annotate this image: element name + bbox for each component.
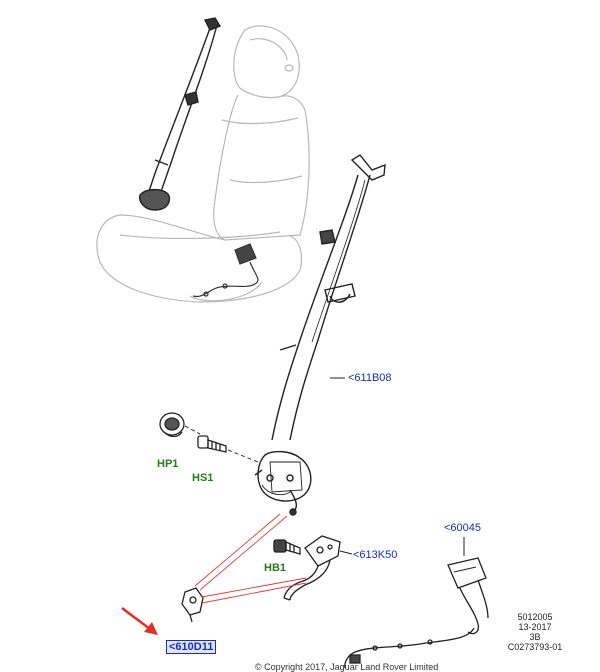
seat-belt-webbing-on-seat bbox=[138, 17, 222, 211]
callout-hb1[interactable]: HB1 bbox=[264, 562, 287, 574]
meta-line-3: 3B bbox=[529, 632, 541, 642]
meta-line-4: C0273793-01 bbox=[507, 642, 563, 652]
seat-belt-assembly bbox=[254, 154, 386, 516]
anchor-bracket-613k50 bbox=[283, 535, 341, 601]
callout-611b08[interactable]: <611B08 bbox=[348, 372, 392, 384]
callout-613k50[interactable]: <613K50 bbox=[353, 549, 398, 561]
lower-bracket-610d11 bbox=[181, 587, 204, 623]
callout-610d11-highlighted[interactable]: <610D11 bbox=[166, 640, 217, 654]
seat-illustration bbox=[96, 25, 310, 303]
meta-line-1: 5012005 bbox=[517, 612, 553, 622]
drawing-meta-block: 5012005 13-2017 3B C0273793-01 bbox=[502, 612, 568, 652]
hs1-bolt bbox=[197, 435, 227, 453]
seat-wiring-harness bbox=[192, 243, 259, 298]
callout-hs1[interactable]: HS1 bbox=[192, 472, 214, 484]
callout-60045[interactable]: <60045 bbox=[444, 522, 482, 534]
hb1-bolt bbox=[273, 539, 301, 555]
hp1-plug bbox=[159, 412, 185, 438]
red-leader-lines bbox=[194, 513, 307, 604]
buckle-assembly-60045 bbox=[344, 537, 489, 669]
callout-hp1[interactable]: HP1 bbox=[157, 458, 179, 470]
meta-line-2: 13-2017 bbox=[518, 622, 552, 632]
copyright-notice: © Copyright 2017, Jaguar Land Rover Limi… bbox=[255, 662, 439, 672]
pointer-arrow bbox=[121, 607, 158, 635]
